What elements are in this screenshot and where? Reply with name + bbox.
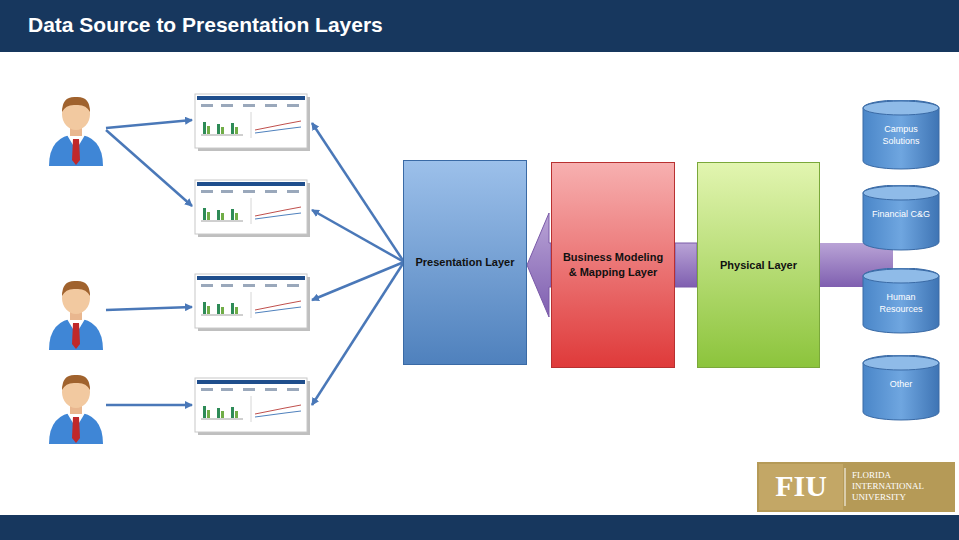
cylinder-top <box>863 101 939 115</box>
database-cylinder: Campus Solutions <box>862 100 940 170</box>
cylinder-body <box>863 355 939 420</box>
node-label: Campus Solutions <box>862 124 940 147</box>
database-cylinder: Financial C&G <box>862 185 940 251</box>
node-label: Presentation Layer <box>415 255 514 270</box>
flow-arrow <box>675 243 697 287</box>
database-cylinder: Other <box>862 355 940 421</box>
node-label: Financial C&G <box>862 209 940 221</box>
footer-bar <box>0 515 959 540</box>
logo-text: FLORIDA INTERNATIONAL UNIVERSITY <box>852 470 950 503</box>
node-label: Other <box>862 379 940 391</box>
database-cylinder: Human Resources <box>862 268 940 334</box>
flow-arrow <box>527 213 551 317</box>
layer-box: Business Modeling & Mapping Layer <box>551 162 675 368</box>
cylinder-top <box>863 186 939 200</box>
cylinder-body <box>863 100 939 169</box>
node-label: Business Modeling & Mapping Layer <box>558 250 668 280</box>
cylinder-top <box>863 269 939 283</box>
cylinder-outline <box>862 100 940 170</box>
layer-box: Presentation Layer <box>403 160 527 365</box>
node-label: Human Resources <box>862 292 940 315</box>
cylinder-body <box>863 268 939 333</box>
cylinder-body <box>863 185 939 250</box>
node-label: Physical Layer <box>720 258 797 273</box>
layer-box: Physical Layer <box>697 162 820 368</box>
page-title: Data Source to Presentation Layers <box>28 13 383 37</box>
cylinder-top <box>863 356 939 370</box>
logo-mark: FIU <box>762 469 840 503</box>
